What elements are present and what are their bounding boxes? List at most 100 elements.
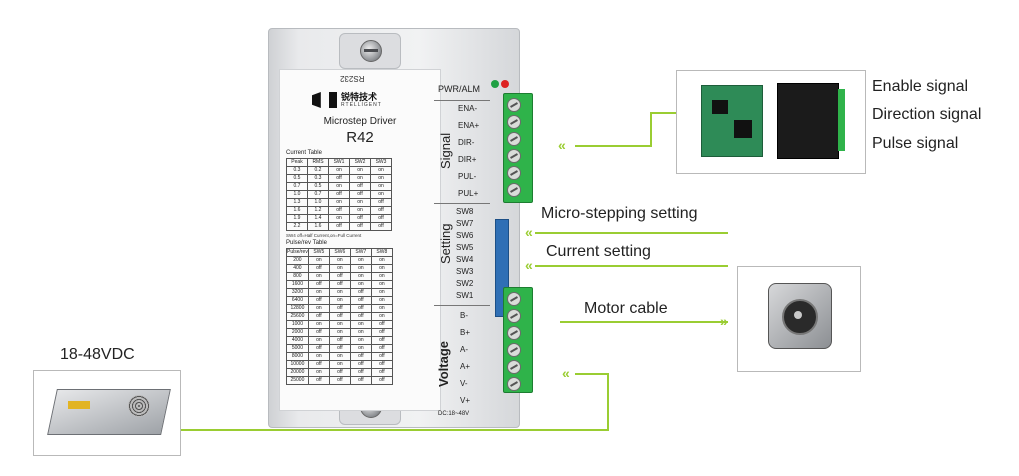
table-cell: 2000 bbox=[286, 328, 309, 337]
table-cell: 800 bbox=[286, 272, 309, 281]
table-cell: 3200 bbox=[286, 288, 309, 297]
table-cell: 5000 bbox=[286, 344, 309, 353]
setting-group-label: Setting bbox=[438, 223, 453, 264]
terminal-labels: PWR/ALM Signal ENA- ENA+ DIR- DIR+ PUL- … bbox=[434, 69, 490, 417]
microstep-label: Micro-stepping setting bbox=[541, 205, 698, 222]
table-cell: on bbox=[370, 256, 393, 265]
terminal-screw-icon bbox=[507, 292, 521, 306]
table-cell: on bbox=[370, 182, 392, 191]
table-cell: off bbox=[328, 206, 350, 215]
table-cell: off bbox=[307, 296, 330, 305]
table-cell: SW7 bbox=[349, 248, 372, 257]
pin-sw5: SW5 bbox=[456, 243, 474, 252]
table-cell: off bbox=[328, 312, 351, 321]
divider bbox=[434, 305, 490, 306]
table-cell: off bbox=[349, 182, 371, 191]
pin-pul-minus: PUL- bbox=[458, 172, 477, 181]
terminal-screw-icon bbox=[507, 343, 521, 357]
pin-v-plus: V+ bbox=[460, 396, 471, 405]
brand-en: RTELLIGENT bbox=[341, 102, 382, 108]
table-cell: on bbox=[328, 288, 351, 297]
table-cell: off bbox=[328, 368, 351, 377]
controller-boards-image bbox=[676, 70, 866, 174]
terminal-screw-icon bbox=[507, 326, 521, 340]
pin-sw3: SW3 bbox=[456, 267, 474, 276]
table-cell: off bbox=[349, 376, 372, 385]
table-cell: off bbox=[328, 222, 350, 231]
table-cell: 1.2 bbox=[307, 206, 329, 215]
power-voltage-label: 18-48VDC bbox=[60, 346, 135, 363]
table-cell: off bbox=[370, 352, 393, 361]
table-cell: on bbox=[349, 198, 371, 207]
table-cell: off bbox=[349, 360, 372, 369]
table-cell: 0.5 bbox=[307, 182, 329, 191]
table-cell: 1.6 bbox=[307, 222, 329, 231]
motor-shaft bbox=[794, 311, 802, 319]
table-cell: on bbox=[349, 264, 372, 273]
power-supply-image bbox=[33, 370, 181, 456]
pin-sw7: SW7 bbox=[456, 219, 474, 228]
table-cell: off bbox=[370, 368, 393, 377]
table-cell: SW5 bbox=[307, 248, 330, 257]
pin-v-minus: V- bbox=[460, 379, 468, 388]
pwr-alm-label: PWR/ALM bbox=[438, 84, 481, 94]
pin-sw8: SW8 bbox=[456, 207, 474, 216]
table-cell: on bbox=[307, 304, 330, 313]
table-cell: on bbox=[370, 280, 393, 289]
table-cell: on bbox=[349, 336, 372, 345]
table-cell: off bbox=[328, 336, 351, 345]
driver-label: RS232 锐特技术 RTELLIGENT Microstep Driver R… bbox=[279, 69, 441, 411]
chip bbox=[734, 120, 752, 138]
table-cell: on bbox=[328, 264, 351, 273]
table-cell: 1000 bbox=[286, 320, 309, 329]
pulse-signal-label: Pulse signal bbox=[872, 135, 959, 152]
table-cell: Pulse/rev bbox=[286, 248, 309, 257]
table-cell: on bbox=[370, 264, 393, 273]
pin-sw4: SW4 bbox=[456, 255, 474, 264]
pin-dir-minus: DIR- bbox=[458, 138, 475, 147]
table-cell: off bbox=[370, 320, 393, 329]
dc-range: DC:18~48V bbox=[438, 411, 470, 417]
table-cell: 200 bbox=[286, 256, 309, 265]
table-cell: off bbox=[349, 190, 371, 199]
double-chevron-icon: « bbox=[525, 257, 533, 273]
table-cell: on bbox=[328, 166, 350, 175]
table-cell: off bbox=[328, 280, 351, 289]
brand-cn: 锐特技术 bbox=[341, 92, 378, 102]
table-cell: on bbox=[307, 288, 330, 297]
terminal-screw-icon bbox=[507, 115, 521, 129]
table-cell: off bbox=[370, 344, 393, 353]
plc-terminal bbox=[838, 89, 845, 151]
table-cell: off bbox=[370, 328, 393, 337]
alarm-led bbox=[501, 80, 509, 88]
table-cell: off bbox=[307, 344, 330, 353]
pin-b-minus: B- bbox=[460, 311, 468, 320]
power-motor-terminal[interactable] bbox=[503, 287, 533, 393]
table-cell: off bbox=[328, 304, 351, 313]
current-table-title: Current Table bbox=[286, 150, 322, 156]
rs232-label: RS232 bbox=[340, 74, 365, 83]
double-chevron-icon: » bbox=[720, 313, 728, 329]
signal-group-label: Signal bbox=[438, 132, 453, 169]
table-cell: on bbox=[328, 256, 351, 265]
table-cell: 20000 bbox=[286, 368, 309, 377]
current-label: Current setting bbox=[546, 243, 651, 260]
chip bbox=[712, 100, 728, 114]
table-cell: on bbox=[328, 182, 350, 191]
table-cell: on bbox=[370, 304, 393, 313]
table-cell: on bbox=[370, 166, 392, 175]
table-cell: 0.3 bbox=[307, 174, 329, 183]
signal-terminal[interactable] bbox=[503, 93, 533, 203]
table-cell: off bbox=[328, 272, 351, 281]
terminal-screw-icon bbox=[507, 132, 521, 146]
double-chevron-icon: « bbox=[525, 224, 533, 240]
table-cell: 10000 bbox=[286, 360, 309, 369]
table-cell: off bbox=[307, 264, 330, 273]
table-cell: 1.9 bbox=[286, 214, 308, 223]
pin-sw2: SW2 bbox=[456, 279, 474, 288]
table-cell: off bbox=[370, 376, 393, 385]
